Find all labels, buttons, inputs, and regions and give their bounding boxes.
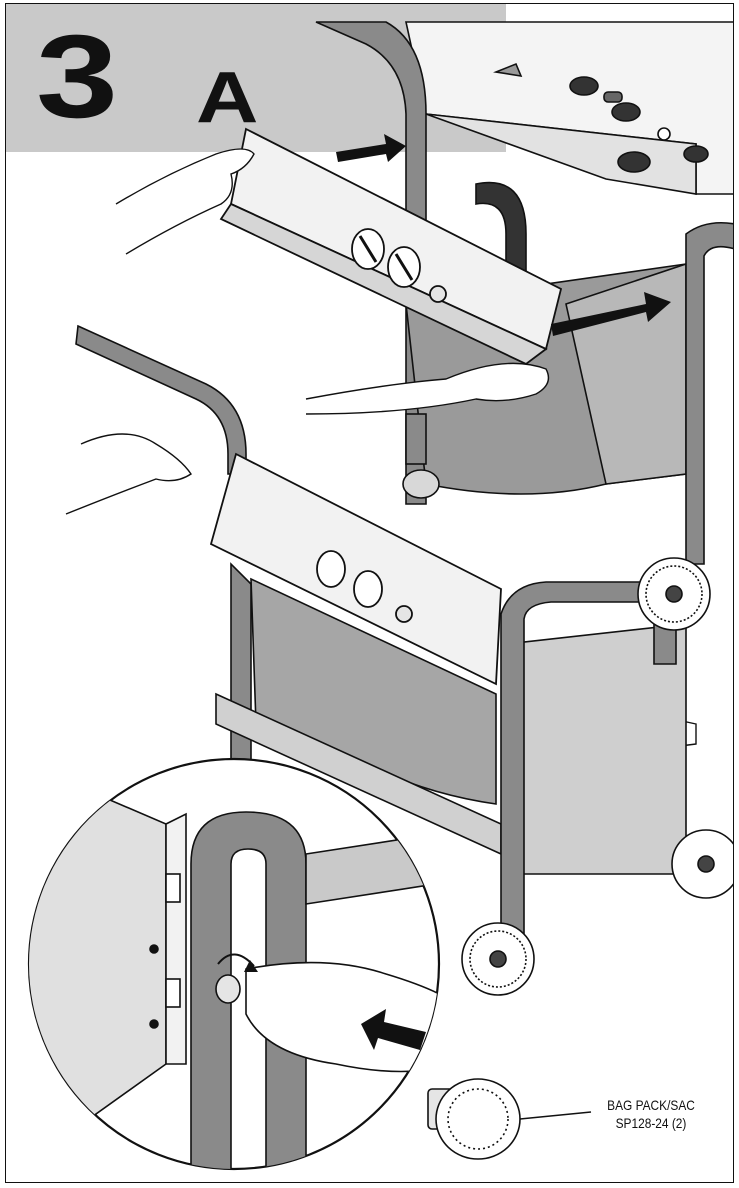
callout-line-1: BAG PACK/SAC: [607, 1097, 695, 1113]
right-frame-tube: [685, 221, 733, 565]
control-panel-installed: [209, 452, 502, 686]
lower-cabinet: [215, 562, 687, 875]
step-letter: A: [196, 58, 259, 138]
step-number: 3: [36, 11, 118, 143]
control-panel-upper: [219, 127, 563, 366]
knob-fastener: [427, 1078, 592, 1160]
wheel: [461, 557, 733, 996]
illustration-frame: 3 A BAG PACK/SAC SP128-24 (2): [5, 3, 734, 1183]
arrow-icon: [361, 1009, 426, 1050]
arrow-icon: [336, 134, 671, 336]
hands-illustration: [65, 148, 697, 749]
assembly-illustration: [27, 21, 733, 1171]
caster-wheel: [402, 413, 440, 499]
part-callout: BAG PACK/SAC SP128-24 (2): [587, 1096, 715, 1132]
detail-magnifier: [27, 757, 441, 1171]
grill-firebox: [405, 21, 733, 195]
callout-line-2: SP128-24 (2): [615, 1115, 687, 1131]
